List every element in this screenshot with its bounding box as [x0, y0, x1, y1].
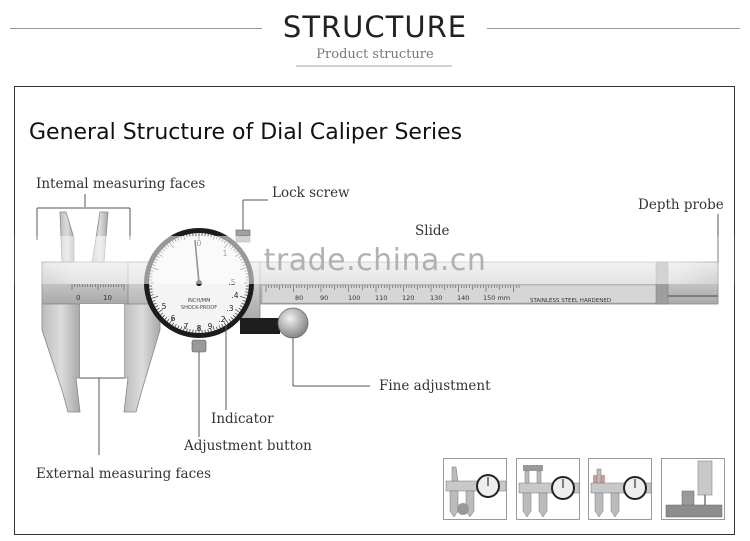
dial-tick: [171, 322, 175, 326]
scale-number: 100: [348, 294, 360, 302]
dial-tick: [160, 312, 164, 316]
external-measure-picture: [445, 466, 506, 518]
diagram-title: General Structure of Dial Caliper Series: [29, 120, 463, 145]
external-jaw-fixed: [41, 303, 81, 413]
diagram-frame: [14, 86, 735, 535]
dial-tick: [240, 305, 243, 308]
dial-number: 9: [208, 322, 213, 331]
subtitle-underline: [296, 65, 452, 67]
dial-tick: [235, 309, 240, 313]
dial-text: SHOCK-PROOF: [181, 305, 217, 311]
dial-tick: [156, 307, 160, 311]
internal-measure-picture: [518, 465, 579, 518]
dial-tick: [162, 314, 165, 318]
usage-thumbnail-step: [588, 458, 652, 520]
dial-number: .2: [218, 315, 225, 324]
depth-measure-picture: [665, 460, 723, 518]
dial-tick: [223, 322, 227, 326]
dial-tick: [239, 295, 247, 299]
page-subtitle: Product structure: [316, 47, 434, 62]
dial-number: 6: [171, 314, 176, 323]
scale-number: 150 mm: [483, 294, 510, 302]
dial-tick: [174, 324, 177, 327]
usage-thumbnail-internal: [516, 458, 580, 520]
dial-tick: [151, 295, 159, 299]
dial-tick: [215, 326, 218, 330]
dial-tick: [238, 307, 242, 311]
dial-number: .4: [231, 291, 238, 300]
scale-number: 110: [375, 294, 387, 302]
scale-number: 120: [402, 294, 414, 302]
dial-tick: [241, 302, 245, 305]
label-fine-adjustment: Fine adjustment: [379, 378, 491, 394]
dial-number: 8: [197, 324, 202, 333]
dial-tick: [228, 318, 232, 322]
vernier-scale: 0 10: [76, 294, 112, 302]
usage-thumbnail-depth: [661, 458, 725, 520]
dial-number: 7: [184, 322, 189, 331]
label-depth-probe: Depth probe: [638, 197, 724, 213]
external-jaw-slide: [123, 303, 161, 413]
dial-tick: [150, 294, 154, 296]
header-rule-left: [10, 28, 262, 29]
header-rule-right: [487, 28, 740, 29]
fine-adjustment-knob: [277, 307, 309, 339]
dial-tick: [234, 312, 238, 316]
dial-tick: [152, 299, 156, 302]
watermark: trade.china.cn: [263, 243, 487, 278]
dial-tick: [169, 317, 175, 324]
dial-tick: [155, 305, 158, 308]
label-internal-faces: Intemal measuring faces: [36, 176, 206, 192]
dial-tick: [212, 325, 215, 331]
scale-number: 80: [295, 294, 303, 302]
step-measure-picture: [590, 468, 651, 518]
dial-tick: [153, 302, 157, 305]
usage-thumbnail-external: [443, 458, 507, 520]
label-slide: Slide: [415, 223, 450, 239]
external-gap: [80, 304, 124, 378]
dial-tick: [242, 299, 246, 302]
label-lock-screw: Lock screw: [272, 185, 350, 201]
dial-tick: [149, 291, 153, 293]
dial-tick: [180, 326, 183, 330]
dial-tick: [158, 309, 163, 313]
watermark-band: [0, 236, 750, 284]
dial-tick: [164, 317, 168, 320]
adjustment-button: [191, 339, 207, 353]
dial-number: 5: [162, 302, 167, 311]
dial-text: INCH/MM: [188, 298, 211, 304]
vernier-number: 0: [76, 294, 80, 302]
scale-number: 140: [457, 294, 469, 302]
dial-tick: [177, 325, 180, 329]
dial-tick: [245, 291, 249, 293]
scale-number: 130: [430, 294, 442, 302]
dial-tick: [189, 329, 191, 333]
thumb-roller-housing: [240, 318, 280, 334]
dial-tick: [186, 328, 188, 332]
scale-number: 90: [320, 294, 328, 302]
dial-tick: [230, 317, 234, 320]
dial-tick: [244, 294, 248, 296]
vernier-number: 10: [103, 294, 112, 302]
dial-tick: [221, 324, 224, 327]
dial-tick: [210, 328, 212, 332]
beam-ticks: [71, 284, 520, 292]
dial-number: .3: [226, 304, 233, 313]
label-adjustment-button: Adjustment button: [184, 438, 312, 454]
dial-tick: [183, 325, 186, 331]
beam-scale-numbers: 80 90 100 110 120 130 140 150 mm: [295, 294, 510, 302]
dial-tick: [166, 318, 170, 322]
dial-tick: [207, 329, 209, 333]
dial-tick: [233, 314, 236, 318]
label-external-faces: External measuring faces: [36, 466, 212, 482]
dial-tick: [223, 317, 229, 324]
dial-tick: [218, 325, 221, 329]
steel-marking: STAINLESS STEEL HARDENED: [530, 298, 611, 304]
label-indicator: Indicator: [211, 411, 274, 427]
page-title: STRUCTURE: [282, 10, 468, 44]
internal-faces-bracket: [36, 207, 131, 240]
